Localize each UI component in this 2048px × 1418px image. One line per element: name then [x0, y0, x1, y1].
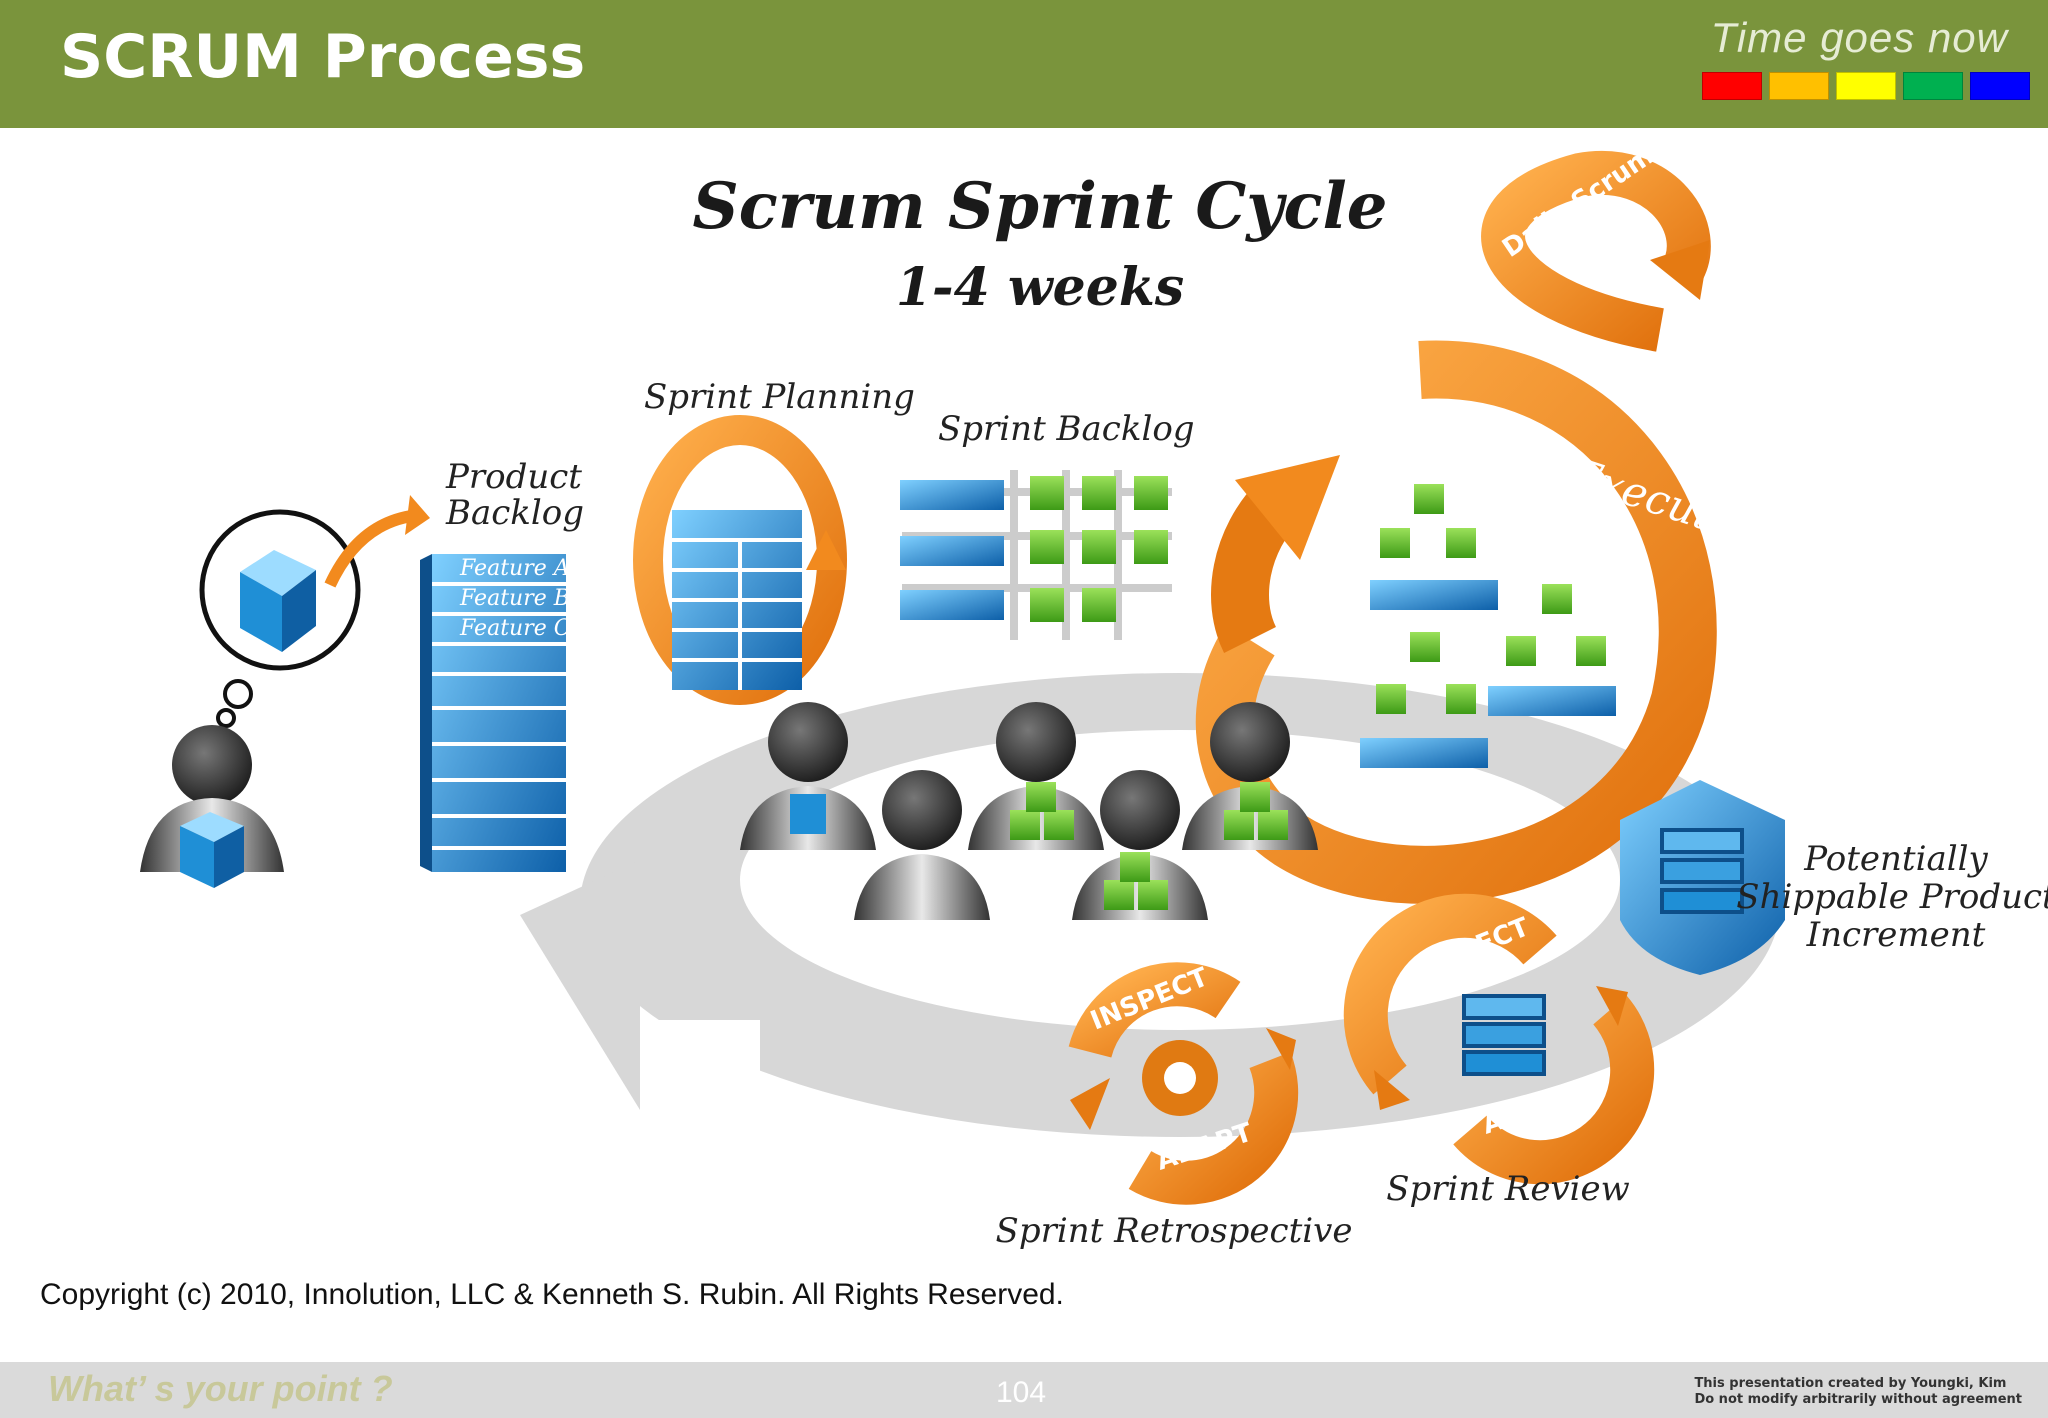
color-strip [1702, 72, 2030, 100]
increment-label-2: Shippable Product [1736, 877, 2048, 917]
color-swatch-red [1702, 72, 1762, 100]
scrum-team [740, 702, 1318, 920]
product-backlog-label-2: Backlog [445, 493, 584, 533]
feature-a-label: Feature A [459, 556, 570, 581]
color-swatch-yellow [1836, 72, 1896, 100]
product-backlog-stack [420, 554, 566, 872]
feature-c-label: Feature C [459, 616, 571, 641]
sprint-backlog-label: Sprint Backlog [938, 409, 1195, 449]
sprint-retrospective-graphic [1068, 962, 1299, 1205]
color-swatch-green [1903, 72, 1963, 100]
credit-line-1: This presentation created by Youngki, Ki… [1694, 1376, 2007, 1391]
product-owner-figure [140, 495, 430, 888]
footer-bar: What’ s your point ? 104 This presentati… [0, 1362, 2048, 1418]
footer-tagline: What’ s your point ? [48, 1368, 393, 1409]
increment-shield [1620, 780, 1785, 975]
increment-label-1: Potentially [1803, 839, 1988, 879]
footer-credit: This presentation created by Youngki, Ki… [1694, 1376, 2022, 1408]
increment-label-3: Increment [1806, 915, 1986, 955]
color-swatch-orange [1769, 72, 1829, 100]
diagram-subtitle: 1-4 weeks [896, 257, 1184, 318]
sprint-backlog-grid [900, 470, 1172, 640]
page-title: SCRUM Process [60, 22, 586, 92]
sprint-review-graphic [1343, 893, 1655, 1185]
sprint-retrospective-label: Sprint Retrospective [996, 1211, 1353, 1251]
feature-b-label: Feature B [459, 586, 570, 611]
page-number: 104 [996, 1376, 1047, 1409]
credit-line-2: Do not modify arbitrarily without agreem… [1694, 1392, 2022, 1407]
execution-work-items [1360, 484, 1616, 768]
sprint-review-label: Sprint Review [1386, 1169, 1630, 1209]
sprint-planning-graphic [633, 415, 847, 705]
product-backlog-label-1: Product [445, 457, 582, 497]
tagline: Time goes now [1710, 14, 2008, 61]
diagram-title: Scrum Sprint Cycle [693, 169, 1388, 244]
title-bar: SCRUM Process Time goes now [0, 0, 2048, 128]
scrum-diagram: Scrum Sprint Cycle 1-4 weeks Product Bac… [140, 141, 2048, 1251]
copyright-notice: Copyright (c) 2010, Innolution, LLC & Ke… [40, 1278, 1064, 1311]
sprint-planning-label: Sprint Planning [644, 377, 915, 417]
color-swatch-blue [1970, 72, 2030, 100]
